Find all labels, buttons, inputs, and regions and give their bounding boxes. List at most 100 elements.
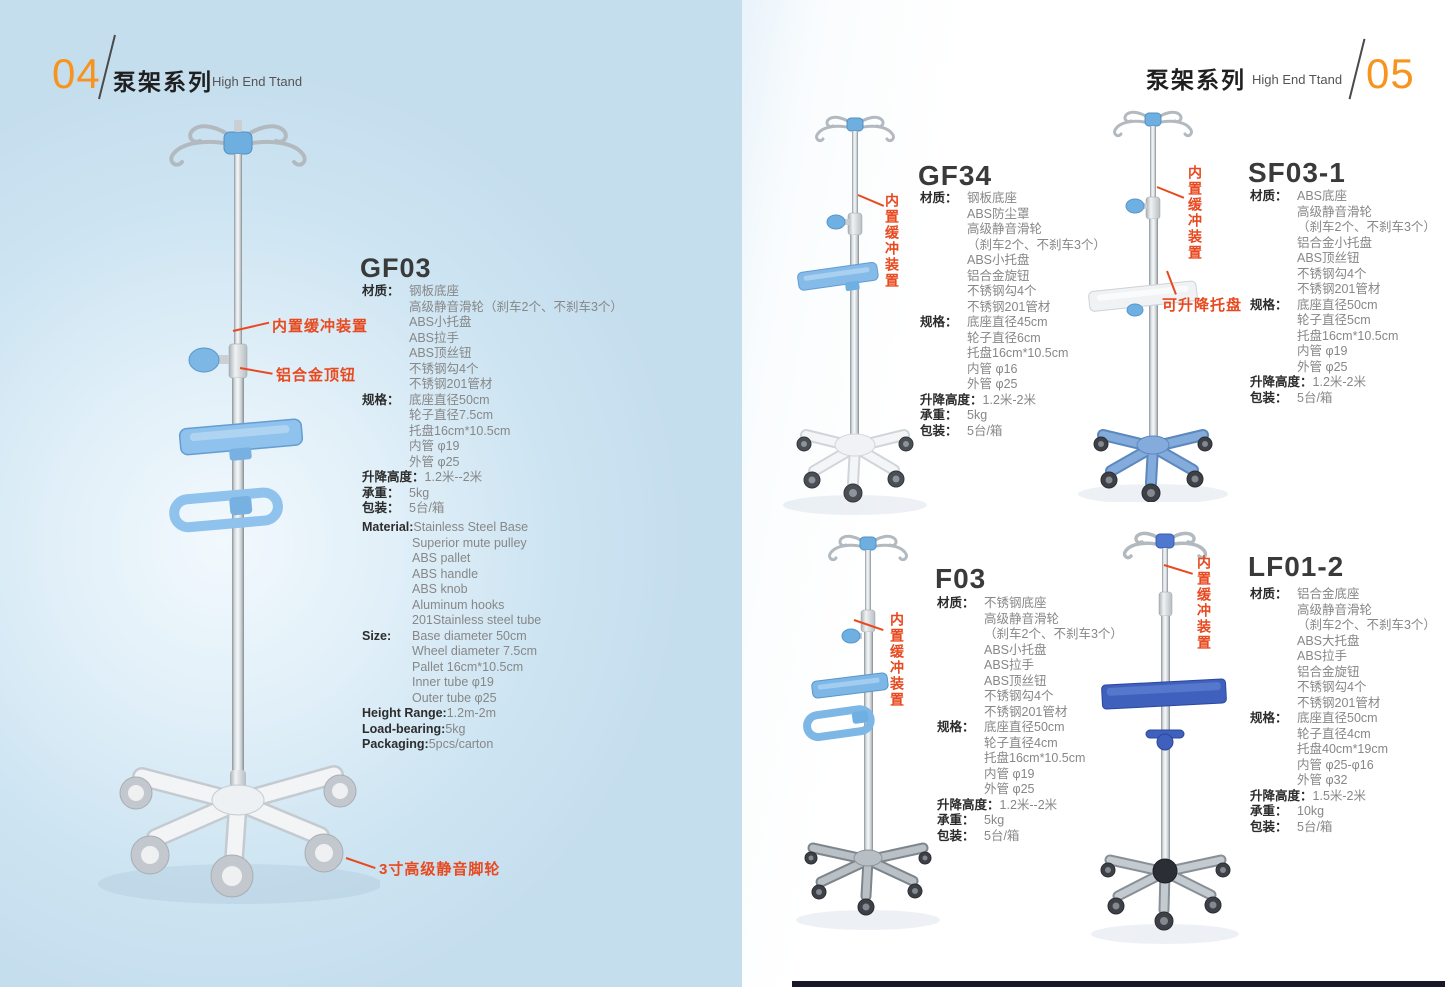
spec-label	[1250, 696, 1297, 712]
iv-stand-gf34-illustration	[783, 115, 927, 515]
spec-row: 铝合金旋钮	[1250, 665, 1436, 681]
product-image-gf34	[780, 105, 930, 525]
spec-label	[1250, 344, 1297, 360]
spec-value: 轮子直径4cm	[1297, 726, 1371, 741]
spec-value: 不锈钢201管材	[1297, 695, 1381, 710]
spec-row: 托盘16cm*10.5cm	[1250, 329, 1436, 345]
spec-label: 包装：	[362, 501, 400, 515]
spec-label	[1250, 634, 1297, 650]
spec-row: ABS顶丝钮	[1250, 251, 1436, 267]
spec-row: 升降高度：1.2米--2米	[937, 798, 1123, 814]
base-shadow	[783, 495, 927, 515]
spec-value: Base diameter 50cm	[412, 628, 527, 643]
spec-label: Load-bearing:	[362, 721, 446, 736]
spec-row: ABS顶丝钮	[937, 674, 1123, 690]
spec-row: 托盘16cm*10.5cm	[937, 751, 1123, 767]
hooks	[1122, 531, 1208, 560]
spec-value: 5kg	[445, 721, 466, 736]
spec-row: 材质：钢板底座	[362, 284, 623, 300]
spec-row: ABS handle	[362, 567, 541, 583]
spec-value: 不锈钢勾4个	[409, 361, 479, 376]
spec-value: 底座直径50cm	[1297, 297, 1378, 312]
spec-value: 铝合金底座	[1297, 587, 1360, 601]
spec-value: ABS拉手	[984, 658, 1035, 672]
spec-value: 1.5米-2米	[1312, 788, 1367, 803]
spec-row: 不锈钢201管材	[362, 377, 623, 393]
spec-value: （刹车2个、不刹车3个）	[984, 627, 1123, 641]
spec-row: 包装：5台/箱	[920, 424, 1106, 440]
annotation-buffer-f03: 内置缓冲装置	[889, 612, 905, 708]
outer-tube	[1149, 219, 1158, 449]
spec-row: 包装：5台/箱	[362, 501, 623, 517]
spec-value: （刹车2个、不刹车3个）	[1297, 220, 1436, 234]
spec-row: ABS拉手	[1250, 649, 1436, 665]
series-title-cn-right: 泵架系列	[1146, 67, 1246, 93]
spec-label	[1250, 267, 1297, 283]
spec-label: 包装：	[1250, 819, 1288, 834]
spec-row: Height Range:1.2m-2m	[362, 706, 541, 722]
spec-label	[1250, 313, 1297, 329]
spec-label: 包装：	[937, 828, 975, 843]
spec-label	[1250, 680, 1297, 696]
spec-row: 内管 φ19	[362, 439, 623, 455]
spec-value: 底座直径45cm	[967, 315, 1048, 329]
spec-row: 不锈钢勾4个	[1250, 680, 1436, 696]
top-cap	[223, 131, 253, 155]
spec-label: 升降高度：	[937, 797, 1000, 812]
annotation-buffer-lf01-2: 内置缓冲装置	[1196, 555, 1212, 651]
spec-row: ABS pallet	[362, 551, 541, 567]
tray	[1101, 678, 1227, 710]
spec-value: 1.2米-2米	[1312, 375, 1367, 389]
spec-row: ABS拉手	[362, 331, 623, 347]
product-model-gf03: GF03	[360, 253, 432, 283]
spec-value: ABS knob	[412, 582, 468, 596]
spec-value: 外管 φ25	[984, 782, 1035, 796]
spec-row: 规格：底座直径50cm	[937, 720, 1123, 736]
spec-value: ABS小托盘	[409, 315, 472, 329]
spec-row: 不锈钢201管材	[937, 705, 1123, 721]
spec-row: （刹车2个、不刹车3个）	[920, 238, 1106, 254]
casters	[1093, 436, 1213, 503]
spec-label: 材质：	[1250, 189, 1288, 203]
spec-row: ABS小托盘	[362, 315, 623, 331]
spec-row: ABS顶丝钮	[362, 346, 623, 362]
annotation-buffer-sf03-1: 内置缓冲装置	[1187, 165, 1203, 261]
page-number-left: 04	[52, 50, 101, 97]
outer-tube	[850, 235, 859, 437]
spec-value: 5台/箱	[984, 828, 1020, 843]
annotation-buffer-gf34: 内置缓冲装置	[884, 193, 900, 289]
inner-tube	[852, 131, 858, 215]
collar	[1145, 196, 1161, 220]
spec-row: 承重：10kg	[1250, 804, 1436, 820]
spec-row: Superior mute pulley	[362, 536, 541, 552]
spec-value: 铝合金小托盘	[1297, 235, 1373, 250]
spec-row: 内管 φ19	[1250, 344, 1436, 360]
spec-value: ABS handle	[412, 566, 479, 581]
spec-value: ABS顶丝钮	[409, 346, 472, 360]
spec-row: ABS小托盘	[937, 643, 1123, 659]
spec-label	[1250, 742, 1297, 758]
spec-row: Wheel diameter 7.5cm	[362, 644, 541, 660]
spec-row: 规格：底座直径50cm	[1250, 298, 1436, 314]
product-model-sf03-1: SF03-1	[1248, 157, 1346, 188]
spec-value: 外管 φ32	[1297, 773, 1348, 787]
spec-value: 底座直径50cm	[984, 720, 1065, 734]
spec-row: 高级静音滑轮	[1250, 603, 1436, 619]
spec-label	[1250, 360, 1297, 376]
spec-row: Outer tube φ25	[362, 691, 541, 707]
spec-value: 轮子直径4cm	[984, 735, 1058, 750]
inner-tube	[234, 154, 242, 346]
spec-value: 高级静音滑轮	[1297, 602, 1373, 617]
product-model-lf01-2: LF01-2	[1248, 551, 1345, 582]
spec-value: Superior mute pulley	[412, 535, 527, 550]
top-cap	[1155, 533, 1175, 549]
spec-row: 升降高度：1.2米--2米	[362, 470, 623, 486]
spec-row: （刹车2个、不刹车3个）	[937, 627, 1123, 643]
spec-value: Aluminum hooks	[412, 597, 505, 612]
spec-row: 承重：5kg	[937, 813, 1123, 829]
spec-label	[1250, 603, 1297, 619]
spec-value: ABS拉手	[1297, 649, 1348, 663]
spec-value: 托盘16cm*10.5cm	[967, 346, 1069, 360]
